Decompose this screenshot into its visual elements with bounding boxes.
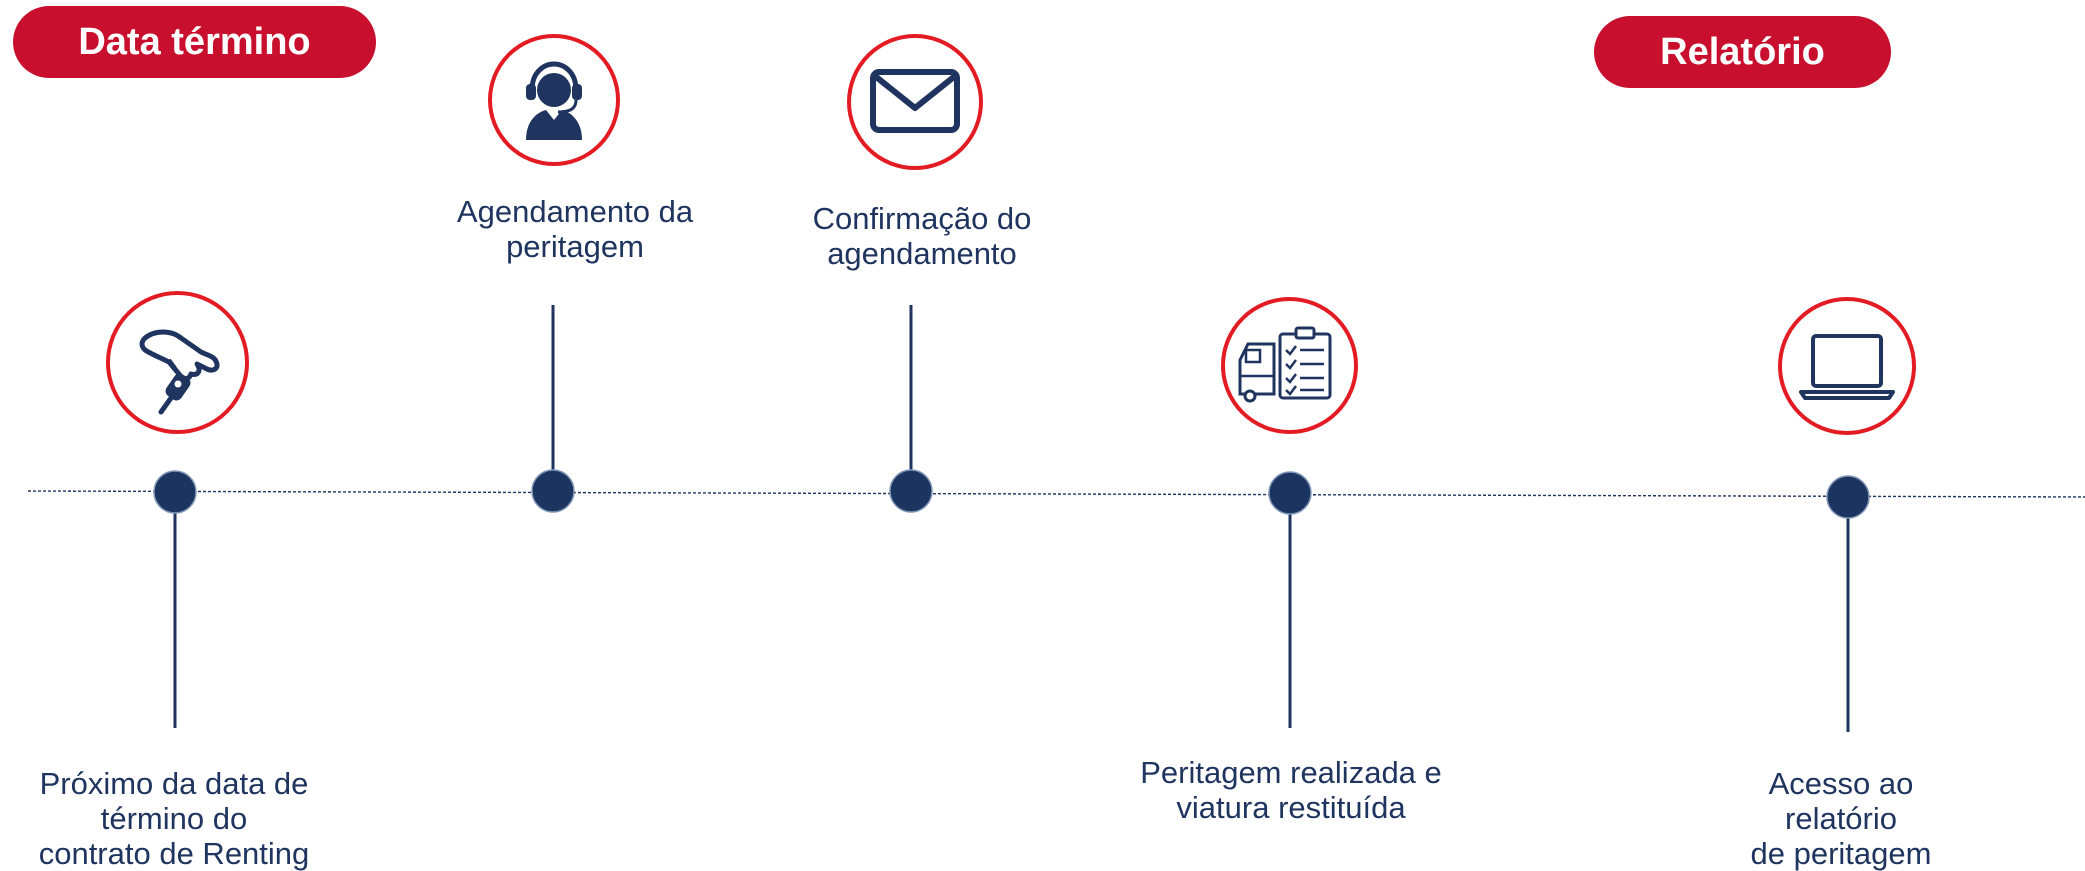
headset-agent-icon (526, 61, 582, 140)
step-4-icon-circle (1221, 297, 1358, 434)
hand-key-icon (139, 329, 220, 414)
step-5-node (1826, 475, 1870, 519)
timeline-axis (27, 490, 2085, 498)
step-1-icon-circle (106, 291, 249, 434)
step-3-icon-circle (847, 34, 983, 170)
truck-checklist-icon (1238, 326, 1331, 402)
step-2-label: Agendamento da peritagem (456, 194, 694, 264)
envelope-icon (870, 69, 960, 133)
step-4-label: Peritagem realizada e viatura restituída (1140, 755, 1442, 825)
step-3-label: Confirmação do agendamento (812, 201, 1032, 271)
step-2-node (531, 469, 575, 513)
step-3-node (889, 469, 933, 513)
step-1-label: Próximo da data de término do contrato d… (38, 766, 310, 871)
step-5-label: Acesso ao relatório de peritagem (1750, 766, 1932, 871)
step-4-node (1268, 471, 1312, 515)
step-2-icon-circle (488, 34, 620, 166)
step-1-node (153, 470, 197, 514)
laptop-icon (1799, 334, 1895, 400)
badge-relatorio: Relatório (1594, 16, 1891, 88)
badge-data-termino: Data término (13, 6, 376, 78)
step-5-icon-circle (1778, 297, 1916, 435)
